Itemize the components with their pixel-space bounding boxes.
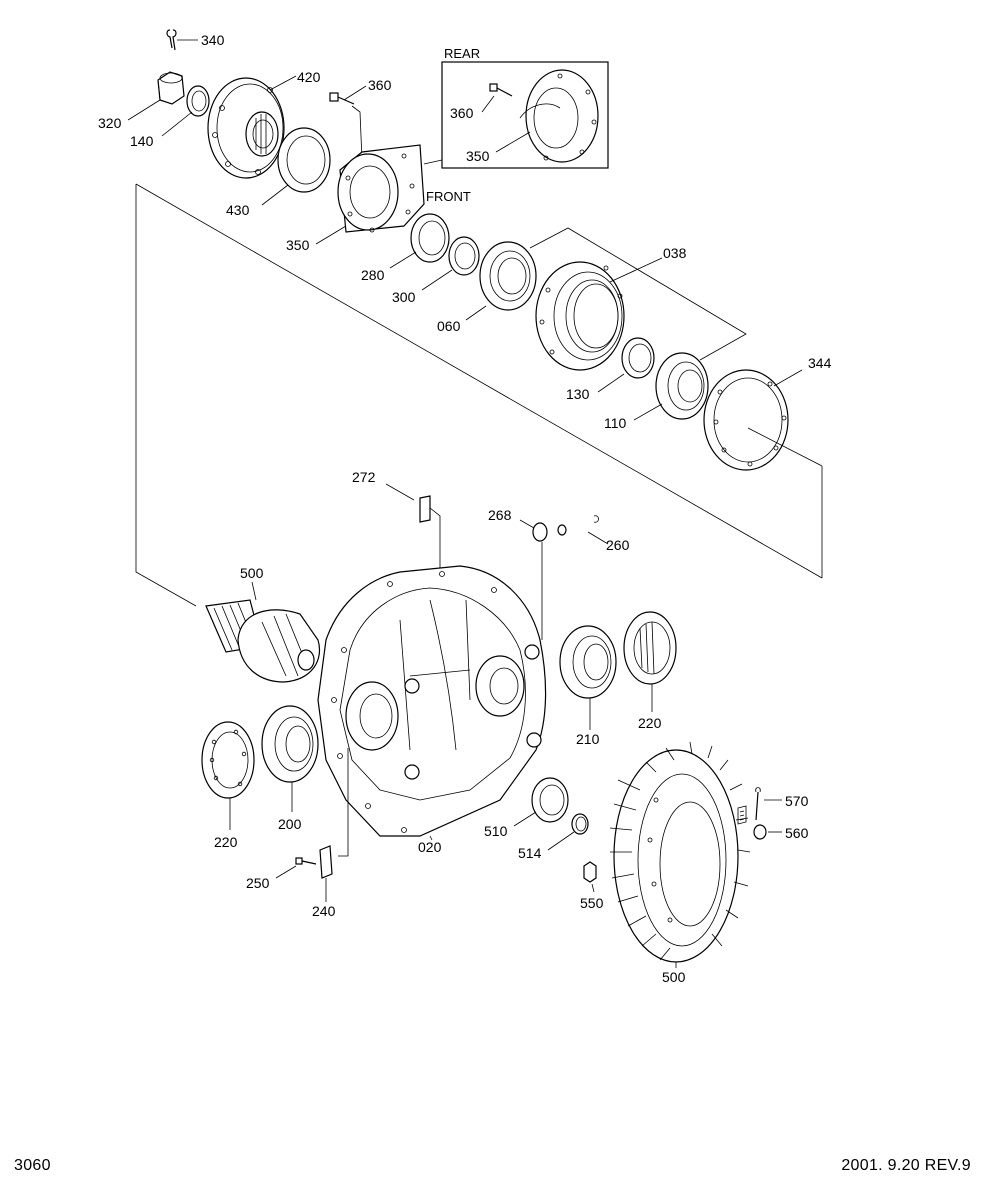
bearing-060 [465, 241, 537, 321]
part-label-140: 140 [130, 133, 154, 149]
ring-gear-500 [609, 741, 751, 968]
bearing-510 [513, 777, 569, 827]
part-label-560: 560 [785, 825, 809, 841]
part-label-020: 020 [418, 839, 442, 855]
ring-130 [597, 337, 655, 393]
gasket-344 [703, 369, 823, 471]
part-label-220-right: 220 [638, 715, 662, 731]
part-label-360: 360 [368, 77, 392, 93]
key-272 [385, 483, 441, 664]
part-label-240: 240 [312, 903, 336, 919]
bearing-cage-038 [529, 227, 747, 371]
part-label-272: 272 [352, 469, 376, 485]
carrier-housing-020 [317, 565, 547, 857]
part-label-130: 130 [566, 386, 590, 402]
revision-stamp: 2001. 9.20 REV.9 [841, 1157, 971, 1174]
part-label-570: 570 [785, 793, 809, 809]
washer-140 [161, 85, 210, 137]
bracket-240 [319, 845, 333, 902]
part-label-500-ring-gear: 500 [662, 969, 686, 985]
part-label-280: 280 [361, 267, 385, 283]
ring-300 [421, 236, 480, 291]
bolt-360-front [329, 85, 367, 161]
part-label-260: 260 [606, 537, 630, 553]
part-label-510: 510 [484, 823, 508, 839]
part-label-430: 430 [226, 202, 250, 218]
lock-plate [737, 805, 747, 825]
part-label-300: 300 [392, 289, 416, 305]
part-label-060: 060 [437, 318, 461, 334]
part-label-340: 340 [201, 32, 225, 48]
rear-inset-box [423, 61, 609, 169]
part-label-110: 110 [604, 415, 627, 431]
part-label-320: 320 [98, 115, 122, 131]
bearing-110 [633, 352, 709, 421]
adjuster-220-left [201, 721, 255, 830]
rear-section-label: REAR [444, 46, 480, 61]
part-label-220-left: 220 [214, 834, 238, 850]
assembly-guide-lines [135, 183, 823, 607]
part-label-350-rear: 350 [466, 148, 490, 164]
part-label-038: 038 [663, 245, 687, 261]
page-number: 3060 [14, 1157, 51, 1174]
bearing-210 [559, 625, 617, 730]
bolt-570 [755, 787, 782, 821]
bearing-200 [261, 705, 319, 812]
part-label-500-pinion: 500 [240, 565, 264, 581]
part-label-210: 210 [576, 731, 600, 747]
flange-nut-320 [127, 71, 185, 121]
part-label-350-front: 350 [286, 237, 310, 253]
front-section-label: FRONT [426, 189, 471, 204]
bearing-cover-350-front [315, 144, 425, 245]
part-label-250: 250 [246, 875, 270, 891]
part-label-344: 344 [808, 355, 832, 371]
cotter-pin-340 [166, 29, 198, 51]
part-label-200: 200 [278, 816, 302, 832]
part-label-268: 268 [488, 507, 512, 523]
plug-550 [583, 861, 597, 893]
part-label-420: 420 [297, 69, 321, 85]
companion-flange-420 [207, 75, 297, 179]
nut-560 [753, 824, 782, 840]
drive-pinion-500 [205, 581, 320, 683]
ring-514 [547, 813, 589, 851]
screw-250 [275, 857, 317, 879]
pin-260 [557, 515, 609, 545]
part-label-550: 550 [580, 895, 604, 911]
plug-268 [519, 519, 548, 640]
seal-280 [389, 213, 450, 269]
oil-seal-430 [261, 127, 331, 206]
part-label-360-rear: 360 [450, 105, 474, 121]
part-label-514: 514 [518, 845, 542, 861]
adjuster-220-right [623, 611, 677, 712]
